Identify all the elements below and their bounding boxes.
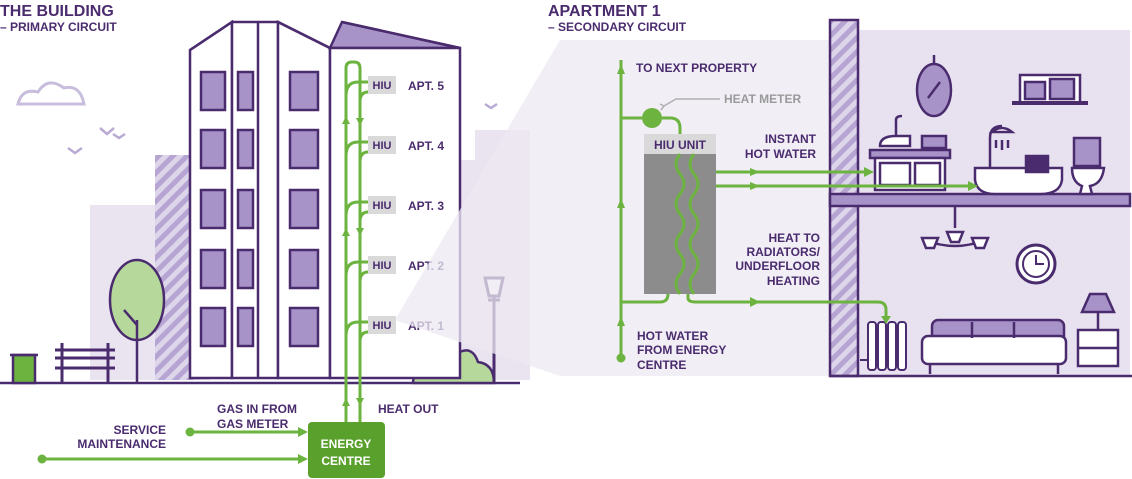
shelf-icon xyxy=(1012,73,1088,105)
hiu-stub-return xyxy=(358,90,369,103)
hiu-stub xyxy=(344,80,368,97)
window xyxy=(288,128,320,170)
hiu-stub-return xyxy=(358,150,369,163)
hiu-label: HIU xyxy=(373,140,392,152)
heat-meter-label: HEAT METER xyxy=(724,92,801,106)
gas-in-label-2: GAS METER xyxy=(217,417,289,431)
window xyxy=(236,306,255,348)
window xyxy=(236,188,255,230)
hiu-box xyxy=(368,316,396,334)
chandelier-icon xyxy=(920,206,990,250)
energy-centre-label-2: CENTRE xyxy=(321,454,370,468)
gas-service-endpoints xyxy=(37,427,308,464)
heat-out-label: HEAT OUT xyxy=(378,402,439,416)
hiu-unit-label: HIU UNIT xyxy=(654,138,707,152)
bench-icon xyxy=(55,343,115,383)
hiu-connections xyxy=(344,80,369,343)
hiu-label: HIU xyxy=(373,80,392,92)
instant-hot-water-label-2: HOT WATER xyxy=(745,147,816,161)
service-label-2: MAINTENANCE xyxy=(77,437,166,451)
cloud-icon xyxy=(16,81,86,106)
heat-to-label-2: RADIATORS/ xyxy=(746,245,820,259)
hiu-label: HIU xyxy=(373,260,392,272)
window xyxy=(199,70,227,112)
zoom-beam xyxy=(395,40,830,376)
hiu-box xyxy=(368,256,396,274)
hiu-stub xyxy=(344,140,368,157)
hiu-label: HIU xyxy=(373,320,392,332)
apartment-title: APARTMENT 1 xyxy=(548,3,661,20)
primary-circuit-pipes xyxy=(344,60,362,422)
bin-icon xyxy=(10,353,38,385)
window xyxy=(236,70,255,112)
apartment-label: APT. 5 xyxy=(408,79,444,93)
hiu-stub-return xyxy=(358,210,369,223)
window xyxy=(288,188,320,230)
apartment-label: APT. 3 xyxy=(408,199,444,213)
lamp-table-icon xyxy=(1076,292,1120,368)
hiu-box xyxy=(368,196,396,214)
heat-to-label-1: HEAT TO xyxy=(768,231,820,245)
window xyxy=(199,248,227,290)
window xyxy=(199,306,227,348)
window xyxy=(288,248,320,290)
heat-meter-pointer xyxy=(659,98,720,111)
apartment-subtitle: – SECONDARY CIRCUIT xyxy=(548,20,687,34)
heat-meter-icon xyxy=(642,108,662,128)
hiu-stub-return xyxy=(358,330,369,343)
instant-hot-water-label-1: INSTANT xyxy=(765,132,817,146)
window xyxy=(236,248,255,290)
window xyxy=(199,188,227,230)
sofa-icon xyxy=(920,318,1068,374)
gas-in-label-1: GAS IN FROM xyxy=(217,402,297,416)
radiator-icon xyxy=(860,321,907,371)
tree-icon xyxy=(108,258,166,383)
heat-to-label-3: UNDERFLOOR xyxy=(735,259,820,273)
window xyxy=(199,128,227,170)
hiu-stub xyxy=(344,200,368,217)
window xyxy=(288,306,320,348)
secondary-arrows xyxy=(616,64,978,363)
hot-water-from-label-3: CENTRE xyxy=(637,358,686,372)
building-subtitle: – PRIMARY CIRCUIT xyxy=(0,20,117,34)
apartment-label: APT. 4 xyxy=(408,139,444,153)
hiu-label: HIU xyxy=(373,200,392,212)
mirror-icon xyxy=(915,55,953,118)
clock-icon xyxy=(1015,243,1057,285)
window xyxy=(236,128,255,170)
hiu-stub-return xyxy=(358,270,369,283)
hiu-stub xyxy=(344,320,368,337)
energy-centre-label-1: ENERGY xyxy=(321,437,372,451)
building-windows xyxy=(199,70,320,348)
gas-service-lines xyxy=(42,430,298,461)
birds-icon xyxy=(67,102,498,155)
service-label-1: SERVICE xyxy=(114,423,166,437)
hiu-stub xyxy=(344,260,368,277)
hot-water-from-label-2: FROM ENERGY xyxy=(637,343,726,357)
building-title: THE BUILDING xyxy=(0,3,114,20)
bathtub-shower-icon xyxy=(973,124,1064,196)
energy-centre: ENERGY CENTRE xyxy=(308,422,385,478)
heat-to-label-4: HEATING xyxy=(767,274,820,288)
riser-arrows xyxy=(342,116,364,406)
toilet-icon xyxy=(1070,136,1106,196)
window xyxy=(288,70,320,112)
hot-water-from-label-1: HOT WATER xyxy=(637,329,708,343)
to-next-property-label: TO NEXT PROPERTY xyxy=(636,61,757,75)
hiu-unit: HIU UNIT xyxy=(644,134,716,295)
hiu-box xyxy=(368,136,396,154)
hiu-box xyxy=(368,76,396,94)
